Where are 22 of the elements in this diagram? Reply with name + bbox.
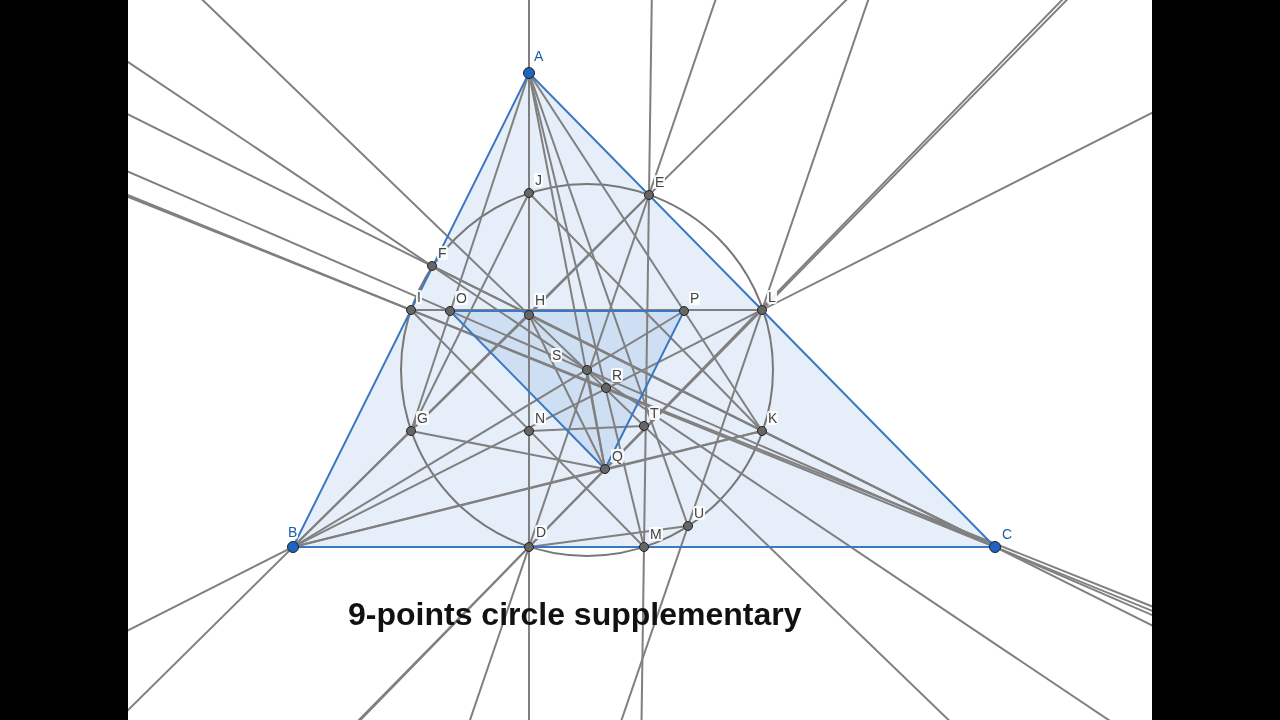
point-label: F bbox=[437, 246, 448, 260]
point-label: R bbox=[611, 368, 624, 382]
point-label: J bbox=[534, 173, 543, 187]
point-label: B bbox=[287, 525, 299, 539]
point-label: P bbox=[689, 291, 701, 305]
point-label: U bbox=[693, 506, 706, 520]
point-label: H bbox=[534, 293, 547, 307]
point-label: D bbox=[535, 525, 548, 539]
point-label: I bbox=[416, 290, 422, 304]
point-label: C bbox=[1001, 527, 1014, 541]
point-label: N bbox=[534, 411, 547, 425]
diagram-title: 9-points circle supplementary bbox=[348, 596, 802, 633]
point-label: Q bbox=[611, 449, 624, 463]
point-label: O bbox=[455, 291, 468, 305]
point-label: M bbox=[649, 527, 663, 541]
point-label: G bbox=[416, 411, 429, 425]
point-label: E bbox=[654, 175, 666, 189]
point-label: T bbox=[649, 406, 660, 420]
point-label: K bbox=[767, 411, 779, 425]
point-label: A bbox=[533, 49, 545, 63]
point-label: L bbox=[767, 290, 777, 304]
point-label: S bbox=[551, 348, 563, 362]
